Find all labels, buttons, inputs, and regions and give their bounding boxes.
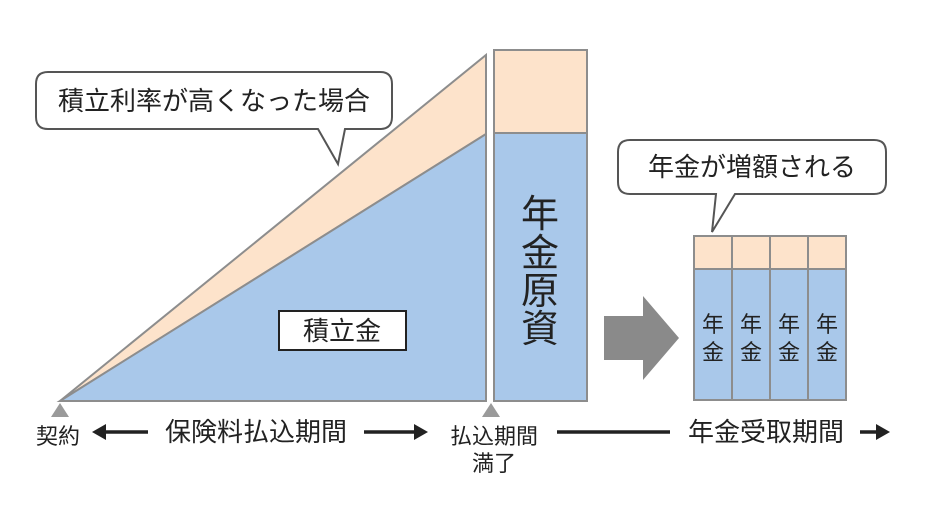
callout-increase	[617, 139, 887, 233]
principal-base-part	[493, 132, 588, 402]
pension-unit-4: 年 金	[807, 235, 847, 401]
principal-char-2: 金	[521, 231, 559, 275]
principal-increase-part	[493, 49, 588, 134]
principal-char-1: 年	[521, 192, 559, 236]
callout-increase-text: 年金が増額される	[648, 153, 856, 183]
pension-unit-char-2: 金	[740, 341, 762, 366]
right-arrowhead-icon	[414, 424, 428, 440]
payment-end-label-line1: 払込期間	[450, 425, 538, 450]
savings-label: 積立金	[303, 317, 381, 347]
payment-period-label: 保険料払込期間	[165, 418, 347, 448]
pension-unit-char-2: 金	[778, 341, 800, 366]
callout-high-rate-text: 積立利率が高くなった場合	[58, 87, 370, 117]
pension-unit-char-1: 年	[702, 313, 724, 338]
pension-unit-char-1: 年	[816, 313, 838, 338]
pension-unit-char-1: 年	[740, 313, 762, 338]
savings-triangle	[56, 132, 487, 402]
principal-char-3: 原	[521, 269, 559, 313]
pension-unit-char-1: 年	[778, 313, 800, 338]
savings-label-box	[278, 310, 407, 351]
pension-unit-3: 年 金	[769, 235, 809, 401]
callout-high-rate	[35, 71, 393, 167]
contract-marker-icon	[51, 403, 69, 417]
left-arrowhead-icon	[92, 424, 106, 440]
payment-end-marker-icon	[482, 403, 500, 417]
payment-end-label-line2: 満了	[472, 452, 516, 477]
pension-unit-2: 年 金	[731, 235, 771, 401]
contract-label: 契約	[36, 425, 80, 450]
principal-char-4: 資	[521, 307, 559, 351]
pension-unit-char-2: 金	[816, 341, 838, 366]
pension-unit-1: 年 金	[693, 235, 733, 401]
transition-arrow	[604, 296, 679, 380]
receipt-arrowhead-icon	[876, 424, 890, 440]
receipt-period-label: 年金受取期間	[688, 418, 844, 448]
pension-unit-char-2: 金	[702, 341, 724, 366]
